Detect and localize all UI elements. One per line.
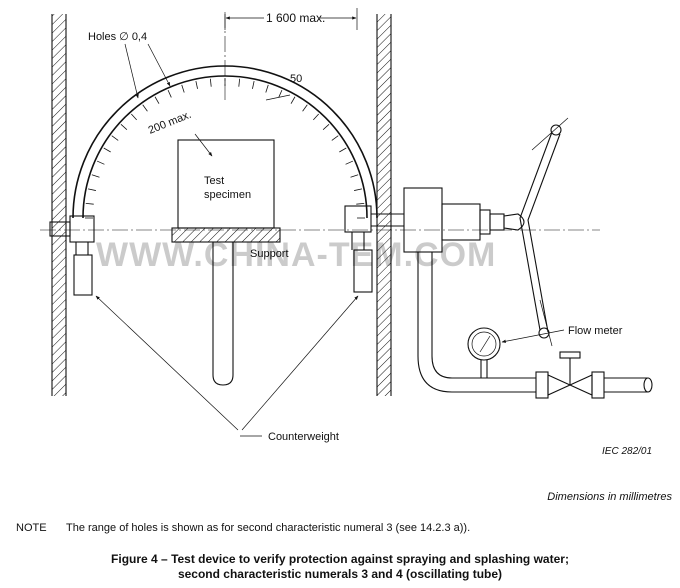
support-plate [171, 227, 281, 243]
hole-tick [313, 113, 319, 121]
right-counterweight [353, 249, 373, 293]
hole-tick [120, 124, 128, 130]
bearing-housing [371, 187, 525, 253]
hole-tick [195, 80, 198, 89]
supply-pipe [417, 252, 536, 393]
hole-tick [354, 188, 363, 191]
hole-tick [85, 202, 94, 205]
counterweight-label: Counterweight [268, 431, 339, 443]
holes-leader [124, 43, 139, 99]
hole-tick [111, 135, 119, 141]
dim-50-label: 50 [290, 73, 302, 85]
dimension-width [224, 8, 358, 30]
dim-200-line [194, 133, 213, 157]
dimensions-note: Dimensions in millimetres [547, 491, 672, 503]
figure-caption-line1: Figure 4 – Test device to verify protect… [111, 552, 569, 566]
left-wall [51, 14, 67, 396]
hole-tick [142, 104, 148, 112]
hole-tick [290, 96, 296, 104]
support-label: Support [250, 248, 289, 260]
hole-tick [238, 78, 241, 87]
hole-tick [91, 174, 100, 178]
dim-200-label: 200 max. [147, 109, 193, 137]
counterweight-leader-right [241, 295, 359, 431]
flow-meter [467, 327, 501, 378]
dim-50-line [265, 94, 291, 101]
hole-ticks [85, 78, 365, 219]
hole-tick [131, 113, 137, 121]
hole-tick [252, 80, 255, 89]
hole-tick [265, 84, 269, 93]
outlet-pipe [604, 377, 653, 393]
holes-label: Holes ∅ 0,4 [88, 31, 147, 43]
hole-tick [356, 202, 365, 205]
hole-tick [345, 160, 354, 165]
left-pivot [49, 215, 95, 255]
crank-arm [519, 117, 569, 347]
note-text: The range of holes is shown as for secon… [66, 522, 471, 534]
hole-tick [331, 135, 339, 141]
flow-meter-leader [501, 329, 565, 343]
valve [535, 351, 605, 399]
flow-meter-label: Flow meter [568, 325, 623, 337]
hole-tick [87, 188, 96, 191]
figure-caption-line2: second characteristic numerals 3 and 4 (… [177, 567, 503, 581]
hole-tick [103, 147, 111, 153]
hole-tick [302, 104, 308, 112]
oscillating-tube [72, 65, 378, 219]
test-specimen [177, 139, 275, 229]
hole-tick [181, 84, 185, 93]
right-pivot [344, 205, 372, 250]
test-specimen-label-line1: Test [204, 175, 224, 187]
hole-tick [167, 89, 172, 98]
hole-tick [350, 174, 359, 178]
note: NOTE The range of holes is shown as for s… [16, 522, 470, 534]
hole-tick [209, 78, 212, 87]
hole-tick [96, 160, 105, 165]
note-keyword: NOTE [16, 522, 47, 534]
test-specimen-label-line2: specimen [204, 189, 251, 201]
left-counterweight [73, 254, 93, 296]
support-column [212, 242, 234, 386]
watermark: WWW.CHINA-TEM.COM [96, 236, 496, 274]
hole-tick [322, 124, 330, 130]
iec-reference: IEC 282/01 [602, 446, 652, 457]
hole-tick [154, 96, 160, 104]
counterweight-leader-left [95, 295, 239, 431]
hole-tick [339, 147, 347, 153]
dimension-width-label: 1 600 max. [266, 11, 325, 25]
hole-tick [278, 89, 283, 98]
right-wall [376, 14, 392, 396]
